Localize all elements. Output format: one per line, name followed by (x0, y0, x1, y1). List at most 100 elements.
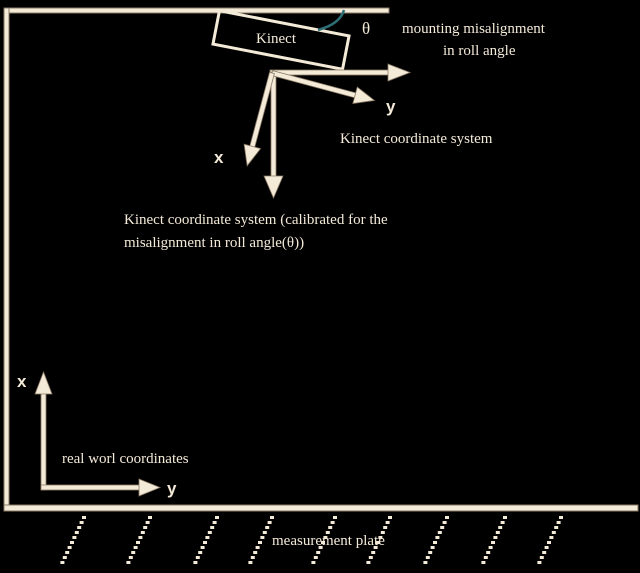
hatch-dash (551, 531, 556, 534)
measurement-plate-hatch (60, 516, 563, 564)
calibrated-label-line1: Kinect coordinate system (calibrated for… (124, 212, 388, 228)
hatch-dash (542, 551, 547, 554)
hatch-dash (316, 551, 321, 554)
hatch-dash (503, 516, 507, 519)
hatch-dash (428, 551, 433, 554)
hatch-dash (140, 531, 145, 534)
hatch-dash (425, 556, 430, 559)
frame-bottom (3, 504, 639, 512)
hatch-dash (270, 516, 274, 519)
hatch-dash (547, 541, 551, 544)
hatch-dash (65, 551, 70, 554)
hatch-dash (442, 521, 447, 524)
hatch-dash (207, 531, 212, 534)
kinect-cs-label: Kinect coordinate system (340, 131, 493, 147)
hatch-dash (539, 556, 544, 559)
world-y-shaft (40, 484, 142, 491)
hatch-dash (205, 536, 210, 539)
kinect-label: Kinect (256, 31, 297, 47)
kinect-x-letter: x (214, 148, 224, 167)
hatch-dash (437, 531, 442, 534)
hatch-dash (82, 516, 86, 519)
hatch-dash (435, 536, 440, 539)
hatch-dash (378, 536, 383, 539)
hatch-dash (554, 526, 559, 529)
hatch-dash (488, 546, 493, 549)
hatch-dash (430, 546, 435, 549)
hatch-dash (385, 521, 390, 524)
hatch-dash (253, 551, 258, 554)
hatch-dash (145, 521, 150, 524)
hatch-dash (371, 551, 376, 554)
hatch-dash (493, 536, 498, 539)
hatch-dash (325, 531, 330, 534)
kinect-x-head (243, 143, 262, 167)
hatch-dash (131, 551, 136, 554)
kinect-sensor (211, 8, 351, 72)
frame-left (3, 7, 10, 511)
calibrated-v-head (263, 175, 284, 200)
mounting-label: mounting misalignment (402, 21, 546, 37)
frame-top (3, 7, 390, 14)
hatch-dash (486, 551, 491, 554)
hatch-dash (248, 561, 253, 564)
measurement-plate-label: measurement plate (272, 533, 385, 549)
calibrated-v-shaft (270, 71, 277, 179)
hatch-dash (193, 561, 198, 564)
hatch-dash (60, 561, 65, 564)
hatch-dash (262, 531, 267, 534)
hatch-dash (373, 546, 378, 549)
hatch-dash (212, 521, 217, 524)
hatch-dash (255, 546, 260, 549)
hatch-dash (318, 546, 323, 549)
hatch-dash (366, 561, 371, 564)
kinect-x-axis (243, 71, 275, 167)
hatch-dash (72, 536, 77, 539)
hatch-dash (330, 521, 335, 524)
real-world-label: real worl coordinates (62, 451, 189, 467)
hatch-dash (500, 521, 505, 524)
hatch-dash (388, 516, 392, 519)
calibrated-label-line2: misalignment in roll angle(θ)) (124, 235, 304, 251)
kinect-y-head (352, 86, 376, 104)
hatch-dash (311, 561, 316, 564)
hatch-dash (498, 526, 503, 529)
kinect-y-letter: y (386, 97, 396, 116)
hatch-dash (126, 561, 131, 564)
world-y-letter: y (167, 479, 177, 498)
hatch-dash (549, 536, 554, 539)
hatch-dash (445, 516, 449, 519)
mounting-roll-label: in roll angle (443, 43, 516, 59)
world-x-letter: x (17, 372, 27, 391)
world-y-head (138, 478, 162, 497)
kinect-box (211, 8, 351, 72)
hatch-dash (250, 556, 255, 559)
hatch-dash (383, 526, 388, 529)
hatch-dash (70, 541, 74, 544)
hatch-dash (368, 556, 373, 559)
hatch-dash (495, 531, 500, 534)
hatch-dash (138, 536, 143, 539)
hatch-dash (321, 541, 325, 544)
calibrated-h-shaft (269, 69, 391, 76)
hatch-dash (440, 526, 445, 529)
hatch-dash (537, 561, 542, 564)
hatch-dash (556, 521, 561, 524)
theta-arc (317, 9, 346, 32)
hatch-dash (544, 546, 549, 549)
hatch-dash (333, 516, 337, 519)
hatch-dash (267, 521, 272, 524)
hatch-dash (260, 536, 265, 539)
hatch-dash (559, 516, 563, 519)
hatch-dash (215, 516, 219, 519)
hatch-dash (200, 546, 205, 549)
hatch-dash (195, 556, 200, 559)
hatch-dash (481, 561, 486, 564)
hatch-dash (380, 531, 385, 534)
hatch-dash (258, 541, 262, 544)
hatch-dash (491, 541, 495, 544)
hatch-dash (203, 541, 207, 544)
calibrated-h-head (387, 63, 412, 82)
hatch-dash (423, 561, 428, 564)
hatch-dash (328, 526, 333, 529)
